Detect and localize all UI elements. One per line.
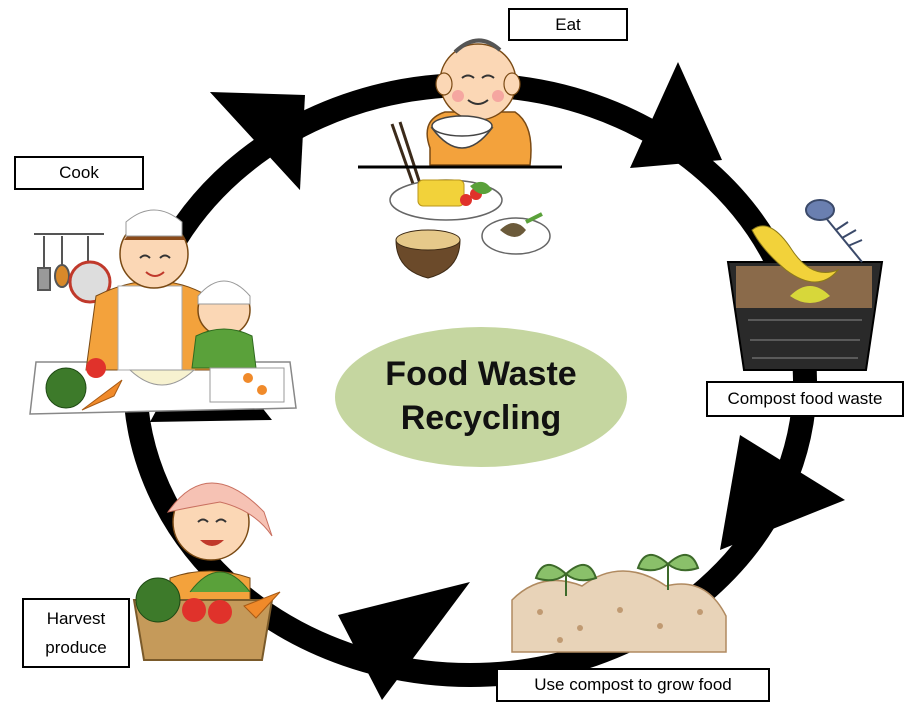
stage-label-grow: Use compost to grow food (496, 668, 770, 702)
center-title-line1: Food Waste (385, 355, 577, 394)
cooking-family-icon (29, 209, 297, 415)
diner-eating-icon (358, 38, 562, 279)
center-title-line2: Recycling (400, 399, 562, 437)
arrow-to-grow (720, 435, 845, 550)
cycle-arrowheads (150, 62, 845, 700)
harvest-basket-icon (132, 482, 281, 661)
stage-label-compost: Compost food waste (706, 381, 904, 417)
compost-basket-icon (726, 199, 884, 371)
harvest-label-line1: Harvest (46, 608, 106, 628)
arrow-to-eat-tip (210, 92, 305, 190)
fish-bone-icon (805, 199, 863, 263)
stage-label-cook: Cook (14, 156, 144, 190)
arrow-to-compost (630, 62, 722, 168)
center-title-ellipse: Food Waste Recycling (335, 327, 627, 467)
kitchen-utensils-icon (34, 233, 112, 304)
sprouting-soil-icon (511, 554, 727, 653)
arrow-to-harvest (338, 582, 470, 700)
stage-label-eat: Eat (508, 8, 628, 41)
stage-label-harvest: Harvest produce (22, 598, 130, 668)
harvest-label-line2: produce (45, 638, 107, 657)
